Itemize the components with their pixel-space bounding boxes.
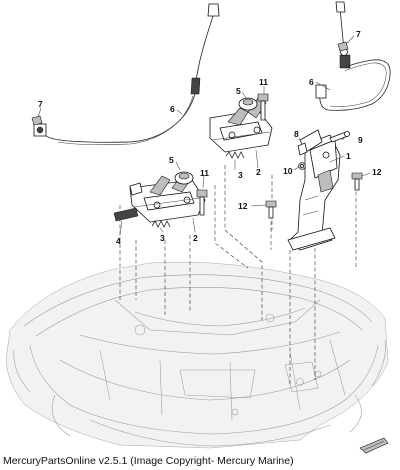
callout-12-right: 12	[372, 167, 382, 177]
stud-right	[351, 172, 363, 191]
callout-12-left: 12	[238, 201, 248, 211]
callout-8: 8	[294, 129, 299, 139]
callout-11-lower: 11	[200, 168, 209, 178]
spring-lower	[151, 220, 171, 228]
alignment-lines	[119, 100, 357, 385]
callout-3-lower: 3	[160, 233, 165, 243]
bolt-upper	[257, 93, 269, 121]
clip-8	[297, 142, 308, 156]
callout-6-left: 6	[170, 104, 175, 114]
callout-3-upper: 3	[238, 170, 243, 180]
callout-6-right: 6	[309, 77, 314, 87]
callout-9: 9	[358, 135, 363, 145]
lower-latch-assembly	[129, 171, 206, 223]
pin-9	[329, 131, 350, 143]
callout-labels: 7 6 11 5 7 6 8 9 1 10 2 3 12 5 11 12 4 3…	[38, 29, 382, 246]
callout-2-upper: 2	[256, 167, 261, 177]
lever-bracket-assembly	[287, 129, 341, 251]
image-copyright-caption: MercuryPartsOnline v2.5.1 (Image Copyrig…	[3, 455, 294, 467]
shift-cable-right	[315, 1, 391, 111]
callout-4: 4	[116, 236, 121, 246]
callout-10: 10	[283, 166, 293, 176]
lower-cowl-base	[5, 261, 389, 449]
callout-5-lower: 5	[169, 155, 174, 165]
callout-2-lower: 2	[193, 233, 198, 243]
grommet-upper	[238, 97, 258, 111]
callout-5-top: 5	[236, 86, 241, 96]
leader-lines	[37, 35, 371, 236]
callout-11-top: 11	[259, 77, 268, 87]
callout-1: 1	[346, 151, 351, 161]
nut-left	[31, 115, 43, 126]
callout-7-right: 7	[356, 29, 361, 39]
grommet-lower	[174, 171, 194, 185]
small-fitting-icon	[359, 437, 389, 454]
spring-upper	[225, 151, 245, 159]
washer-10	[298, 162, 306, 170]
stud-left	[265, 200, 277, 219]
callout-7-left: 7	[38, 99, 43, 109]
nut-right	[337, 41, 349, 52]
bolt-lower	[196, 189, 208, 216]
shift-cable-left	[33, 3, 220, 145]
spring-left	[113, 207, 139, 222]
